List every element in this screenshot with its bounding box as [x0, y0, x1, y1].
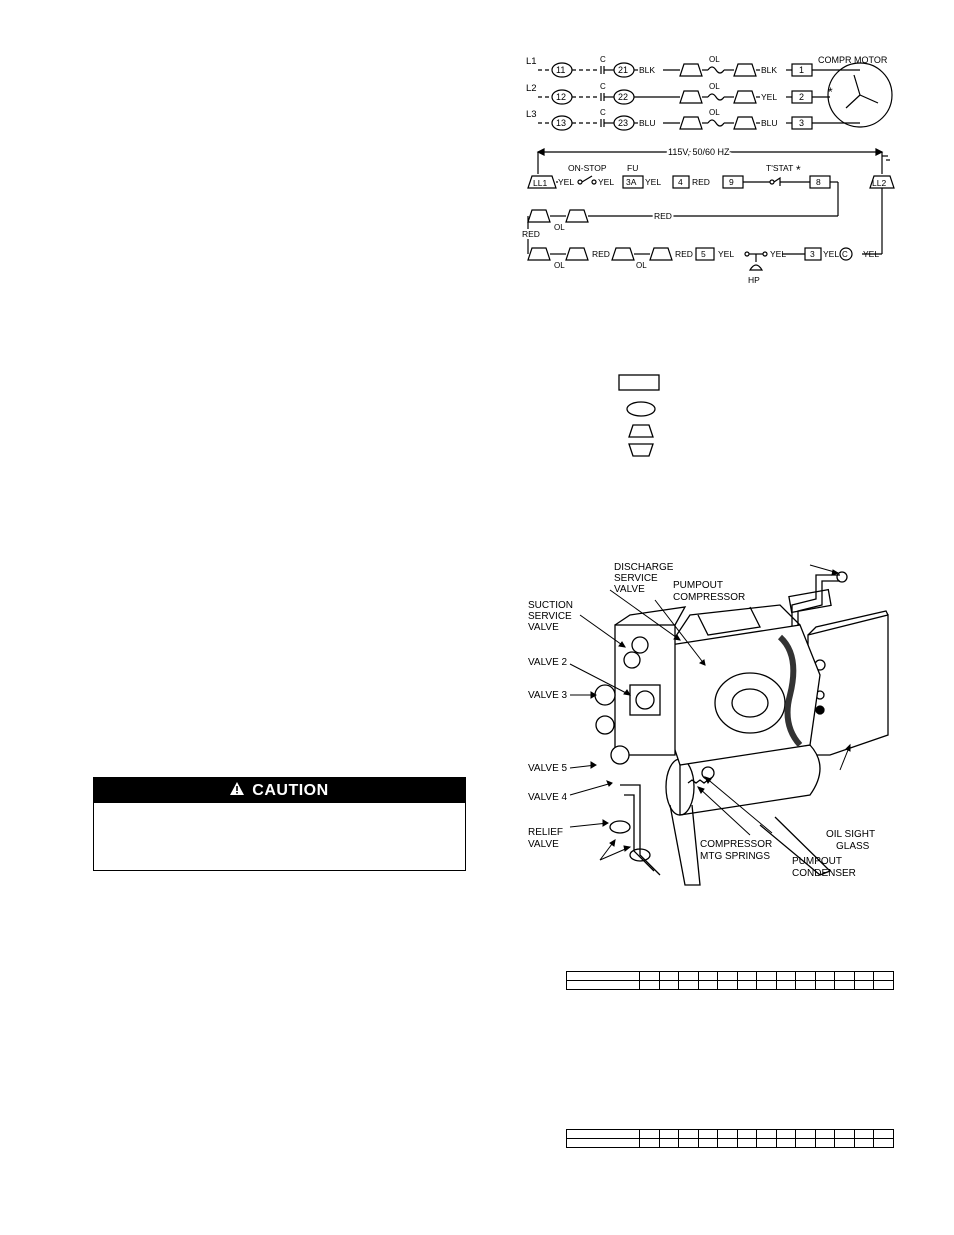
label-compr-motor: COMPR MOTOR — [818, 55, 888, 65]
grid-table-1 — [566, 971, 894, 990]
wiring-diagram: L1 L2 L3 C C C 11 12 13 21 22 23 BLK BLU… — [520, 55, 895, 285]
caution-title: CAUTION — [252, 781, 329, 799]
term-23: 23 — [618, 118, 628, 128]
wire-red-c4: RED — [592, 249, 610, 259]
label-tstat: T'STAT — [766, 163, 793, 173]
wire-blu-2: BLU — [761, 118, 778, 128]
pumpout-unit-illustration: DISCHARGE SERVICE VALVE PUMPOUT COMPRESS… — [528, 562, 889, 886]
term-9: 9 — [729, 177, 734, 187]
label-l3: L3 — [526, 109, 537, 120]
term-8: 8 — [816, 177, 821, 187]
wire-blk-1: BLK — [639, 65, 655, 75]
motor-term-3: 3 — [799, 118, 804, 128]
label-voltage: 115V, 50/60 HZ — [668, 147, 730, 157]
label-discharge-2: SERVICE — [614, 573, 658, 584]
tstat-star: * — [796, 163, 801, 177]
motor-term-2: 2 — [799, 92, 804, 102]
wire-yel-c3: YEL — [645, 177, 661, 187]
label-mtg-springs-1: COMPRESSOR — [700, 839, 772, 850]
wire-blk-2: BLK — [761, 65, 777, 75]
term-12: 12 — [556, 92, 566, 102]
wire-yel-2: YEL — [761, 92, 777, 102]
label-fu: FU — [627, 163, 638, 173]
legend-connector-up-icon — [628, 424, 654, 438]
legend-oval-icon — [626, 401, 656, 417]
motor-term-1: 1 — [799, 65, 804, 75]
term-13: 13 — [556, 118, 566, 128]
term-22: 22 — [618, 92, 628, 102]
terminal-ll2: LL2 — [872, 178, 886, 188]
wire-red-c2: RED — [654, 211, 672, 221]
label-valve-5: VALVE 5 — [528, 763, 568, 774]
wire-red-c1: RED — [692, 177, 710, 187]
legend-symbols — [618, 374, 660, 457]
term-11: 11 — [556, 65, 565, 75]
label-l2: L2 — [526, 83, 537, 94]
label-c3: C — [600, 108, 606, 117]
label-valve-3: VALVE 3 — [528, 690, 568, 701]
wire-red-c5: RED — [675, 249, 693, 259]
wire-yel-c1: YEL — [558, 177, 574, 187]
label-valve-4: VALVE 4 — [528, 792, 568, 803]
label-relief-1: RELIEF — [528, 827, 563, 838]
table-row — [566, 971, 894, 981]
label-hp: HP — [748, 275, 760, 285]
warning-triangle-icon — [230, 781, 245, 800]
term-5: 5 — [701, 249, 706, 259]
label-ol-c1: OL — [554, 223, 565, 232]
caution-header: CAUTION — [94, 778, 465, 803]
label-l1: L1 — [526, 56, 537, 67]
term-21: 21 — [618, 65, 628, 75]
contactor-c: C — [842, 250, 848, 259]
label-valve-2: VALVE 2 — [528, 657, 568, 668]
table-row — [566, 1138, 894, 1148]
wire-yel-c2: YEL — [598, 177, 614, 187]
label-discharge-1: DISCHARGE — [614, 562, 674, 573]
label-ol-c2: OL — [554, 261, 565, 270]
label-suction-3: VALVE — [528, 622, 559, 633]
caution-box: CAUTION — [93, 777, 466, 871]
motor-star: * — [828, 85, 833, 99]
term-3: 3 — [810, 249, 815, 259]
wire-yel-c6: YEL — [823, 249, 839, 259]
legend-rectangle-icon — [618, 374, 660, 391]
label-ol-c3: OL — [636, 261, 647, 270]
label-oil-sight-1: OIL SIGHT — [826, 829, 875, 840]
label-ol-1: OL — [709, 55, 720, 64]
label-pumpout-compressor-2: COMPRESSOR — [673, 592, 745, 603]
label-discharge-3: VALVE — [614, 584, 645, 595]
wire-yel-c5: YEL — [770, 249, 786, 259]
label-on-stop: ON-STOP — [568, 163, 607, 173]
grid-table-2 — [566, 1129, 894, 1148]
table-row — [566, 1129, 894, 1139]
fuse-value: 3A — [626, 177, 637, 187]
wire-blu-1: BLU — [639, 118, 656, 128]
legend-connector-down-icon — [628, 443, 654, 457]
label-oil-sight-2: GLASS — [836, 841, 870, 852]
table-row — [566, 980, 894, 990]
label-relief-2: VALVE — [528, 839, 559, 850]
label-pumpout-condenser-1: PUMPOUT — [792, 856, 842, 867]
label-c2: C — [600, 82, 606, 91]
label-ol-2: OL — [709, 82, 720, 91]
wire-yel-c4: YEL — [718, 249, 734, 259]
term-4: 4 — [678, 177, 683, 187]
terminal-ll1: LL1 — [533, 178, 547, 188]
wire-yel-c7: YEL — [863, 249, 879, 259]
label-mtg-springs-2: MTG SPRINGS — [700, 851, 770, 862]
label-suction-1: SUCTION — [528, 600, 573, 611]
label-pumpout-compressor-1: PUMPOUT — [673, 580, 723, 591]
label-pumpout-condenser-2: CONDENSER — [792, 868, 856, 879]
label-suction-2: SERVICE — [528, 611, 572, 622]
wire-red-c3: RED — [522, 229, 540, 239]
label-c1: C — [600, 55, 606, 64]
label-ol-3: OL — [709, 108, 720, 117]
